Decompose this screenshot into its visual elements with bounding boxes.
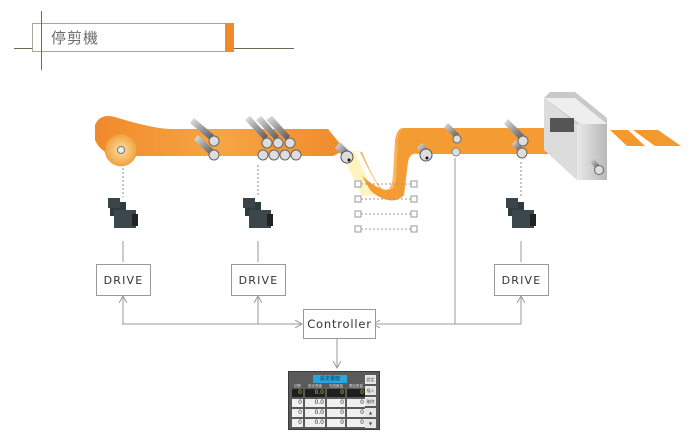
hmi-header: 完成數量 [329, 384, 343, 388]
cut-sheet-2 [633, 130, 681, 146]
hmi-cell: 0 [292, 419, 303, 427]
hmi-insert-button[interactable]: 插入 [365, 386, 376, 395]
loop-entry-roll [335, 142, 354, 164]
hmi-cell: 0 [292, 409, 303, 417]
hmi-title: 設定畫面 [313, 375, 347, 383]
hmi-cell: 0 [327, 389, 345, 397]
hmi-cell: 0.0 [305, 399, 325, 407]
hmi-header: 切數 [294, 384, 301, 388]
drive-box-2: DRIVE [231, 264, 286, 296]
hmi-cell: 0 [292, 389, 303, 397]
hmi-cell: 0 [347, 409, 365, 417]
hmi-cell: 0 [327, 399, 345, 407]
hmi-cell: 0.0 [305, 409, 325, 417]
servo-motor-1 [108, 198, 138, 228]
controller-box: Controller [303, 309, 376, 339]
uncoiler-hub [117, 146, 125, 154]
cut-sheet-1 [610, 130, 645, 146]
hmi-cell: 0 [292, 399, 303, 407]
feed-roll-pair-2 [504, 119, 529, 159]
hmi-cell: 0 [347, 419, 365, 427]
title-accent-bar [225, 23, 234, 52]
leveler-rolls [245, 116, 302, 161]
controller-label: Controller [307, 317, 372, 331]
hmi-up-arrow-icon[interactable]: ▲ [365, 408, 376, 417]
hmi-cell: 0 [327, 409, 345, 417]
servo-motor-3 [506, 198, 536, 228]
hmi-cell: 0 [347, 389, 365, 397]
web-loop [345, 128, 412, 199]
hmi-cell: 0.0 [305, 389, 325, 397]
drive-label: DRIVE [103, 273, 144, 287]
hmi-confirm-button[interactable]: 設定確認 [365, 375, 376, 391]
feed-roll-pair-1 [190, 118, 220, 161]
hmi-cell: 0 [327, 419, 345, 427]
drive-box-3: DRIVE [494, 264, 549, 296]
shear-machine [544, 92, 607, 180]
drive-box-1: DRIVE [96, 264, 151, 296]
hmi-panel: 設定畫面 切數 設定長度 完成數量 預定數量 0 0.0 0 0 0 0.0 0… [288, 371, 380, 430]
hmi-delete-button[interactable]: 刪除 [365, 397, 376, 406]
web-strip-section-2 [362, 128, 545, 201]
servo-motor-2 [243, 198, 273, 228]
hmi-cell: 0.0 [305, 419, 325, 427]
title-rule-vertical [41, 11, 42, 70]
drive-label: DRIVE [501, 273, 542, 287]
page-title: 停剪機 [51, 29, 100, 47]
loop-sensors [354, 180, 418, 233]
loop-exit-roll [417, 143, 433, 162]
title-box: 停剪機 [32, 23, 234, 52]
hmi-header: 設定長度 [308, 384, 322, 388]
drive-label: DRIVE [238, 273, 279, 287]
hmi-down-arrow-icon[interactable]: ▼ [365, 419, 376, 428]
measuring-roll [444, 123, 462, 157]
hmi-header: 預定數量 [349, 384, 363, 388]
hmi-cell: 0 [347, 399, 365, 407]
